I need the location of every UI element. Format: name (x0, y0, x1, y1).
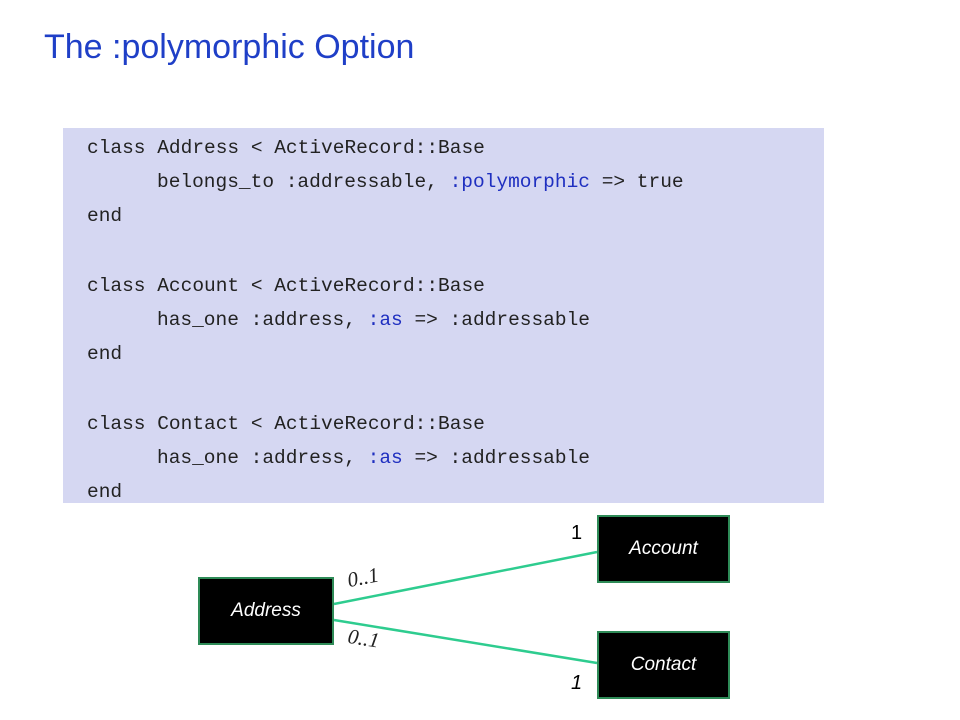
code-line-9: end (87, 481, 123, 503)
code-line-8: has_one :address, :as => :addressable (157, 446, 590, 470)
code-keyword: :as (367, 309, 403, 331)
code-keyword: :polymorphic (449, 171, 590, 193)
code-block: class Address < ActiveRecord::Base belon… (63, 128, 824, 503)
code-line-4: class Account < ActiveRecord::Base (87, 275, 485, 297)
code-text: => :addressable (402, 447, 590, 469)
code-text: => :addressable (402, 309, 590, 331)
code-line-5: has_one :address, :as => :addressable (157, 308, 590, 332)
account-label: Account (629, 538, 698, 559)
code-text: has_one :address, (157, 309, 368, 331)
multiplicity-contact-side: 0..1 (346, 624, 382, 653)
page-title: The :polymorphic Option (44, 28, 415, 66)
code-line-2: belongs_to :addressable, :polymorphic =>… (157, 170, 684, 194)
code-line-7: class Contact < ActiveRecord::Base (87, 413, 485, 435)
code-line-6: end (87, 343, 123, 365)
code-line-1: class Address < ActiveRecord::Base (87, 137, 485, 159)
code-text: belongs_to :addressable, (157, 171, 450, 193)
connector-address-contact (333, 618, 598, 665)
code-keyword: :as (367, 447, 403, 469)
contact-label: Contact (630, 654, 697, 675)
multiplicity-account-one: 1 (571, 522, 583, 544)
code-line-3: end (87, 205, 123, 227)
code-text: => true (590, 171, 684, 193)
code-text: has_one :address, (157, 447, 368, 469)
address-label: Address (231, 600, 301, 621)
connector-address-account (333, 550, 598, 606)
contact-box: Contact (597, 631, 730, 699)
address-box: Address (198, 577, 334, 645)
account-box: Account (597, 515, 730, 583)
multiplicity-contact-one: 1 (571, 672, 583, 694)
